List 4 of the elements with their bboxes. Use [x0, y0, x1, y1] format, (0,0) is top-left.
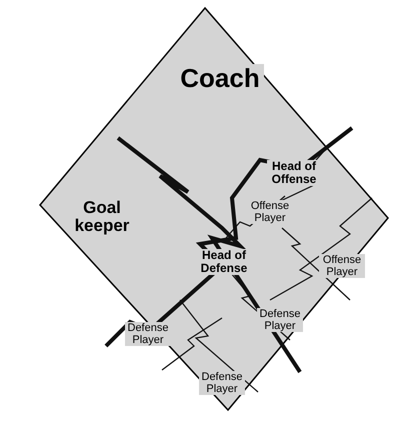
role-label: Defense Player	[199, 371, 245, 396]
role-label: Offense Player	[319, 254, 365, 278]
role-label: Defense Player	[125, 322, 171, 346]
role-label: Defense Player	[257, 308, 303, 332]
